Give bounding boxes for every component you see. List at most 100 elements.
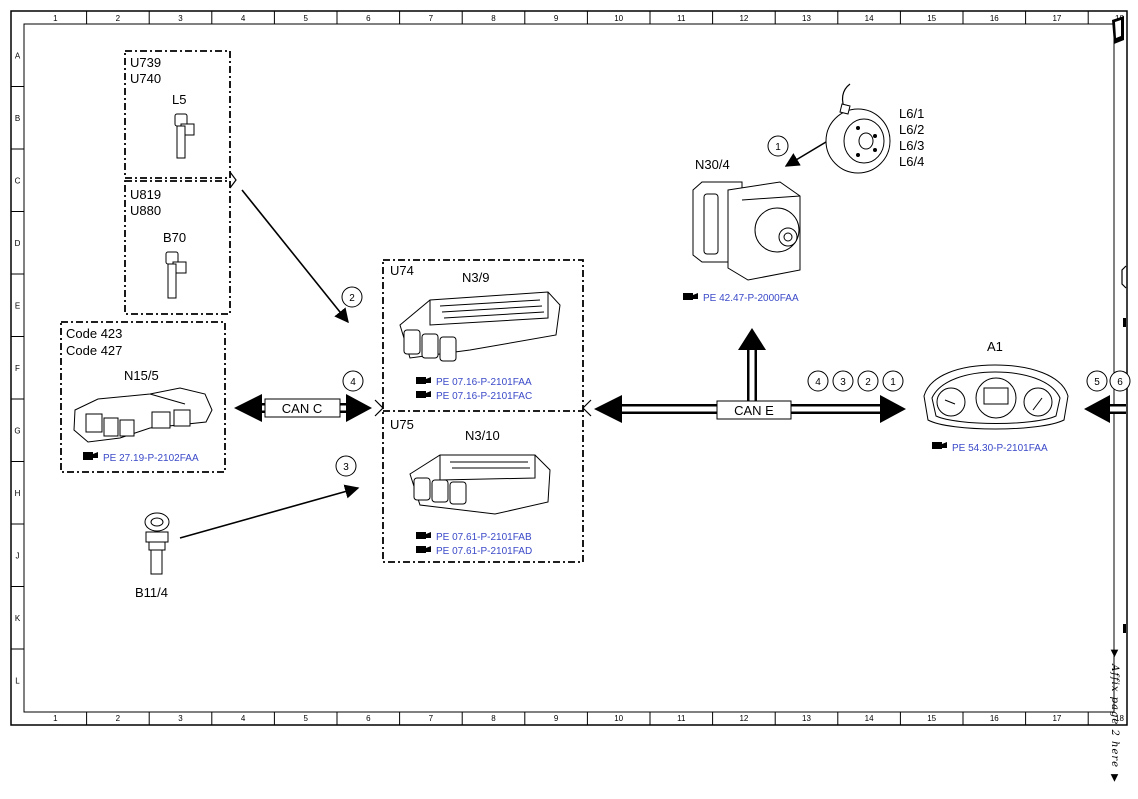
column-marker: 16: [990, 14, 999, 23]
row-marker: G: [14, 426, 20, 435]
group-label-u880: U880: [130, 203, 161, 218]
svg-text:4: 4: [350, 377, 356, 388]
pe-link-n3-10-a[interactable]: PE 07.61-P-2101FAB: [416, 532, 532, 543]
control-unit-n15-5-icon[interactable]: [73, 387, 213, 443]
group-label-code-427: Code 427: [66, 343, 122, 358]
pe-link-n3-9-b[interactable]: PE 07.16-P-2101FAC: [416, 391, 532, 402]
group-code-423-n15-5: Code 423 Code 427 N15/5 PE 27.19-P-2102F…: [60, 321, 226, 473]
right-margin-fragments: [1121, 265, 1127, 633]
column-marker: 16: [990, 714, 999, 723]
engine-control-unit-n3-10-icon[interactable]: [409, 454, 551, 515]
component-label-n30-4[interactable]: N30/4: [695, 157, 730, 172]
component-label-l6-1[interactable]: L6/1: [899, 106, 924, 121]
engine-control-unit-n3-9-icon[interactable]: [399, 291, 561, 362]
svg-text:PE 42.47-P-2000FAA: PE 42.47-P-2000FAA: [703, 293, 799, 304]
drawing-frame: [10, 10, 1128, 726]
column-marker: 6: [366, 14, 371, 23]
page-corner-tab-icon: [1112, 16, 1124, 44]
component-label-n15-5[interactable]: N15/5: [124, 368, 159, 383]
svg-text:4: 4: [815, 377, 821, 388]
can-c-bus: CAN C: [234, 394, 372, 422]
bus-label-can-e[interactable]: CAN E: [734, 403, 774, 418]
can-e-markers: 4 3 2 1: [807, 370, 904, 392]
esp-control-unit-n30-4-icon[interactable]: [692, 181, 801, 281]
column-marker: 2: [116, 714, 121, 723]
column-marker: 10: [614, 14, 623, 23]
right-markers: 5 6: [1086, 370, 1131, 392]
component-label-n3-10[interactable]: N3/10: [465, 428, 500, 443]
signal-arrow-l6-to-n30-4: [784, 141, 827, 167]
column-marker: 1: [53, 14, 58, 23]
sensor-l5-icon[interactable]: [174, 113, 195, 159]
column-marker: 6: [366, 714, 371, 723]
row-marker: H: [15, 489, 21, 498]
pe-link-a1[interactable]: PE 54.30-P-2101FAA: [932, 442, 1048, 454]
group-u739-l5: U739 U740 L5: [124, 50, 231, 179]
component-label-l6-4[interactable]: L6/4: [899, 154, 924, 169]
component-label-b11-4[interactable]: B11/4: [135, 585, 168, 600]
column-marker: 12: [739, 14, 748, 23]
row-marker: C: [15, 176, 21, 185]
marker-4-left: 4: [342, 370, 364, 392]
component-label-a1[interactable]: A1: [987, 339, 1003, 354]
row-marker: B: [15, 114, 20, 123]
column-marker: 2: [116, 14, 121, 23]
continuation-bus-right: [1084, 395, 1126, 423]
svg-text:6: 6: [1117, 377, 1123, 388]
svg-text:PE 27.19-P-2102FAA: PE 27.19-P-2102FAA: [103, 453, 199, 464]
column-marker: 11: [677, 714, 686, 723]
marker-3-left: 3: [335, 455, 357, 477]
can-e-bus: CAN E: [594, 328, 906, 423]
component-label-l5[interactable]: L5: [172, 92, 186, 107]
svg-text:PE 07.16-P-2101FAA: PE 07.16-P-2101FAA: [436, 377, 532, 388]
row-marker: L: [15, 676, 20, 685]
group-label-u739: U739: [130, 55, 161, 70]
column-marker: 7: [429, 14, 434, 23]
sensor-b11-4-icon[interactable]: [144, 512, 170, 575]
svg-text:PE 07.61-P-2101FAB: PE 07.61-P-2101FAB: [436, 532, 532, 543]
row-marker: K: [15, 614, 21, 623]
marker-2-left: 2: [341, 286, 363, 308]
column-marker: 18: [1115, 714, 1124, 723]
pe-link-n30-4[interactable]: PE 42.47-P-2000FAA: [683, 293, 799, 304]
row-marker: D: [15, 239, 21, 248]
column-marker: 15: [927, 14, 936, 23]
svg-text:5: 5: [1094, 377, 1100, 388]
column-marker: 3: [178, 714, 183, 723]
svg-text:PE 54.30-P-2101FAA: PE 54.30-P-2101FAA: [952, 443, 1048, 454]
svg-text:3: 3: [840, 377, 846, 388]
column-marker: 9: [554, 14, 559, 23]
svg-text:PE 07.16-P-2101FAC: PE 07.16-P-2101FAC: [436, 391, 532, 402]
signal-arrow-b11-4-to-n3-10: [179, 484, 360, 539]
svg-text:3: 3: [343, 462, 349, 473]
group-bracket-icon: [229, 171, 237, 189]
pe-link-n3-10-b[interactable]: PE 07.61-P-2101FAD: [416, 546, 532, 557]
group-u819-b70: U819 U880 B70: [124, 180, 231, 315]
row-marker: E: [15, 301, 20, 310]
component-label-l6-3[interactable]: L6/3: [899, 138, 924, 153]
column-marker: 11: [677, 14, 686, 23]
bus-label-can-c[interactable]: CAN C: [282, 401, 322, 416]
pe-link-n3-9-a[interactable]: PE 07.16-P-2101FAA: [416, 377, 532, 388]
group-label-u75: U75: [390, 417, 414, 432]
group-label-u740: U740: [130, 71, 161, 86]
group-label-u74: U74: [390, 263, 414, 278]
pe-link-n15-5[interactable]: PE 27.19-P-2102FAA: [83, 452, 199, 464]
column-marker: 10: [614, 714, 623, 723]
row-marker: J: [16, 551, 20, 560]
sensor-b70-icon[interactable]: [165, 251, 187, 299]
component-label-b70[interactable]: B70: [163, 230, 186, 245]
wheel-speed-sensor-l6-icon[interactable]: [825, 83, 891, 174]
group-label-u819: U819: [130, 187, 161, 202]
instrument-cluster-a1-icon[interactable]: [923, 364, 1069, 430]
component-label-l6-2[interactable]: L6/2: [899, 122, 924, 137]
column-marker: 13: [802, 14, 811, 23]
column-marker: 15: [927, 714, 936, 723]
component-label-n3-9[interactable]: N3/9: [462, 270, 489, 285]
column-marker: 9: [554, 714, 559, 723]
column-marker: 3: [178, 14, 183, 23]
